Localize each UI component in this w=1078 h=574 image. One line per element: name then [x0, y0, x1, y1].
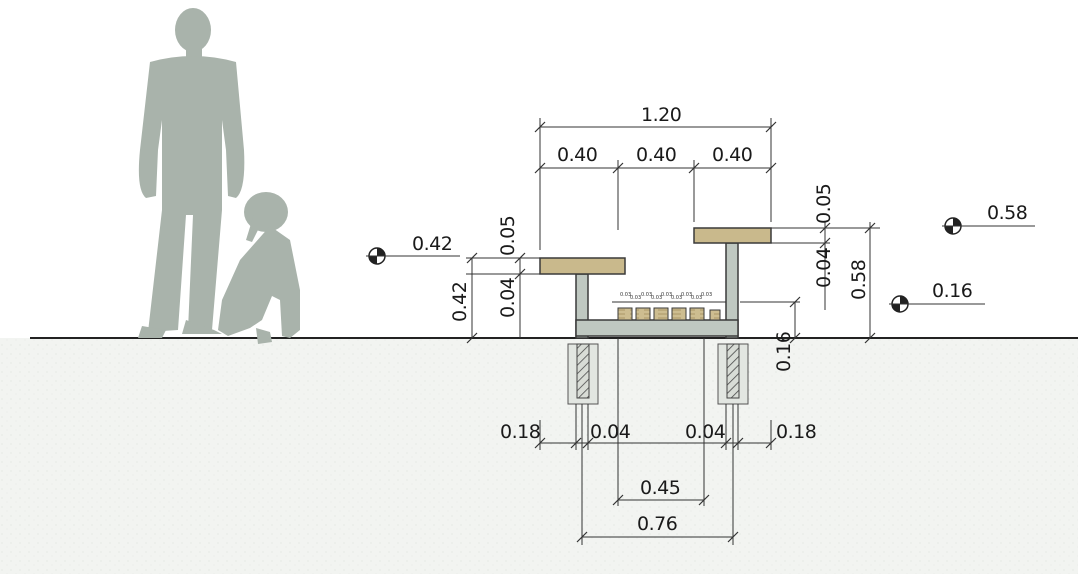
fine-label-7: 0.03	[681, 292, 692, 298]
fine-label-1: 0.03	[620, 292, 631, 298]
dim-right-board-label: 0.05	[813, 184, 835, 224]
dim-post-right-label: 0.04	[685, 421, 726, 443]
dim-overall-width-label: 1.20	[641, 104, 681, 126]
dim-table-height-label: 0.16	[773, 332, 795, 372]
dim-right-gap-label: 0.04	[813, 247, 835, 288]
dim-footing-span-label: 0.76	[637, 513, 677, 535]
frame-slats	[612, 301, 726, 321]
elevation-marker-right-top	[942, 217, 1035, 235]
post-right-footing	[726, 343, 740, 399]
fine-label-5: 0.03	[661, 292, 672, 298]
seat-board-left	[539, 257, 626, 275]
post-left-footing	[576, 343, 590, 399]
person-silhouette	[138, 8, 245, 338]
dim-right-verticals	[740, 222, 880, 344]
dim-footing-left-label: 0.18	[500, 421, 540, 443]
dim-right-height-label: 0.58	[848, 260, 870, 300]
fine-label-2: 0.03	[630, 295, 641, 301]
fine-print-labels: 0.03 0.03 0.03 0.03 0.03 0.03 0.03 0.03 …	[620, 292, 712, 301]
fine-label-4: 0.03	[651, 295, 662, 301]
dim-inner-span	[612, 338, 710, 506]
dim-footing-span	[576, 404, 739, 545]
fine-label-8: 0.03	[691, 295, 702, 301]
elevation-left-label: 0.42	[412, 233, 452, 255]
dim-seat-width-2: 0.40	[636, 144, 676, 166]
dim-post-left-label: 0.04	[590, 421, 631, 443]
dim-left-board-label: 0.05	[497, 216, 519, 256]
dim-seat-width-1: 0.40	[557, 144, 597, 166]
dim-left-gap-label: 0.04	[497, 277, 519, 318]
seat-board-right	[693, 227, 772, 244]
dim-seat-width-3: 0.40	[712, 144, 752, 166]
elevation-right-bottom-label: 0.16	[932, 280, 972, 302]
dim-left-height-label: 0.42	[449, 282, 471, 322]
fine-label-6: 0.03	[671, 295, 682, 301]
dim-left-verticals	[466, 252, 540, 344]
dog-silhouette	[218, 192, 300, 344]
elevation-right-top-label: 0.58	[987, 202, 1027, 224]
elevation-marker-right-bottom	[889, 295, 985, 313]
dim-overall-width	[534, 118, 777, 250]
dim-footing-right-label: 0.18	[776, 421, 816, 443]
fine-label-9: 0.03	[701, 292, 712, 298]
soil-area	[0, 338, 1078, 574]
fine-label-3: 0.03	[641, 292, 652, 298]
bench-frame-beam	[575, 319, 739, 337]
elevation-marker-left	[366, 247, 460, 265]
dim-seat-widths	[534, 160, 777, 230]
dim-inner-span-label: 0.45	[640, 477, 680, 499]
